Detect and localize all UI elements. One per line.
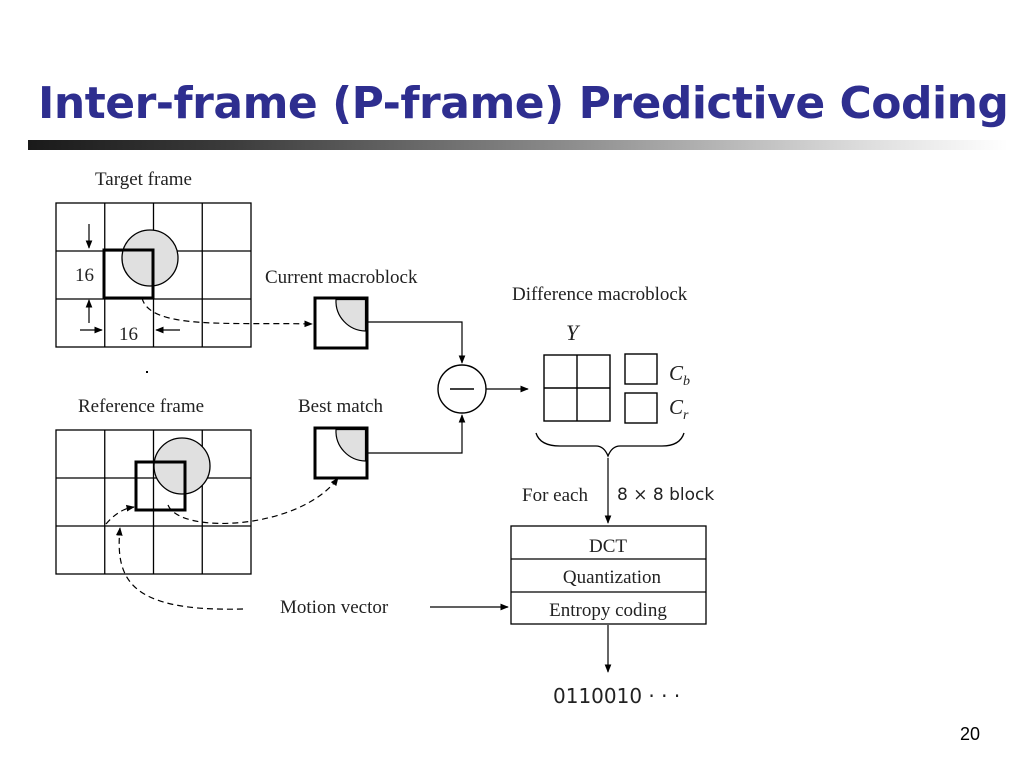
cb-label: Cb [669, 361, 690, 389]
cr-block [624, 392, 658, 424]
difference-macroblock-label: Difference macroblock [512, 284, 688, 305]
reference-frame-label: Reference frame [78, 396, 204, 417]
bitstream-output: 0110010 · · · [553, 684, 680, 708]
cb-block [624, 353, 658, 385]
block-height-label: 16 [75, 265, 94, 286]
subtractor-lines [368, 321, 529, 454]
dashed-correspondence-arrows [105, 297, 339, 610]
target-current-macroblock [102, 248, 155, 300]
motion-vector-label: Motion vector [280, 597, 389, 618]
current-macroblock-label: Current macroblock [265, 267, 418, 288]
reference-object-circle [153, 437, 211, 495]
reference-frame-grid [55, 429, 252, 575]
y-luminance-blocks [543, 354, 611, 422]
target-frame-label: Target frame [95, 169, 192, 190]
block-size-label: 8 × 8 block [617, 485, 714, 505]
pipeline-step-entropy-coding: Entropy coding [549, 600, 667, 621]
block-size-markers [80, 224, 180, 334]
stray-dot [146, 371, 148, 373]
grouping-brace [535, 432, 685, 458]
target-object-circle [121, 229, 179, 287]
best-match-label: Best match [298, 396, 383, 417]
best-match-arc [335, 428, 367, 462]
reference-best-match-block [134, 460, 187, 512]
current-macroblock-arc [335, 298, 367, 332]
page-number: 20 [959, 724, 980, 744]
coding-pipeline-box [510, 525, 707, 625]
cr-label: Cr [669, 395, 689, 423]
slide-title: Inter-frame (P-frame) Predictive Coding [38, 78, 1009, 129]
block-width-label: 16 [119, 324, 138, 345]
for-each-label: For each [522, 485, 588, 506]
y-label: Y [566, 320, 581, 345]
title-divider [28, 140, 1008, 150]
pipeline-step-dct: DCT [589, 536, 627, 557]
pipeline-step-quantization: Quantization [563, 567, 662, 588]
